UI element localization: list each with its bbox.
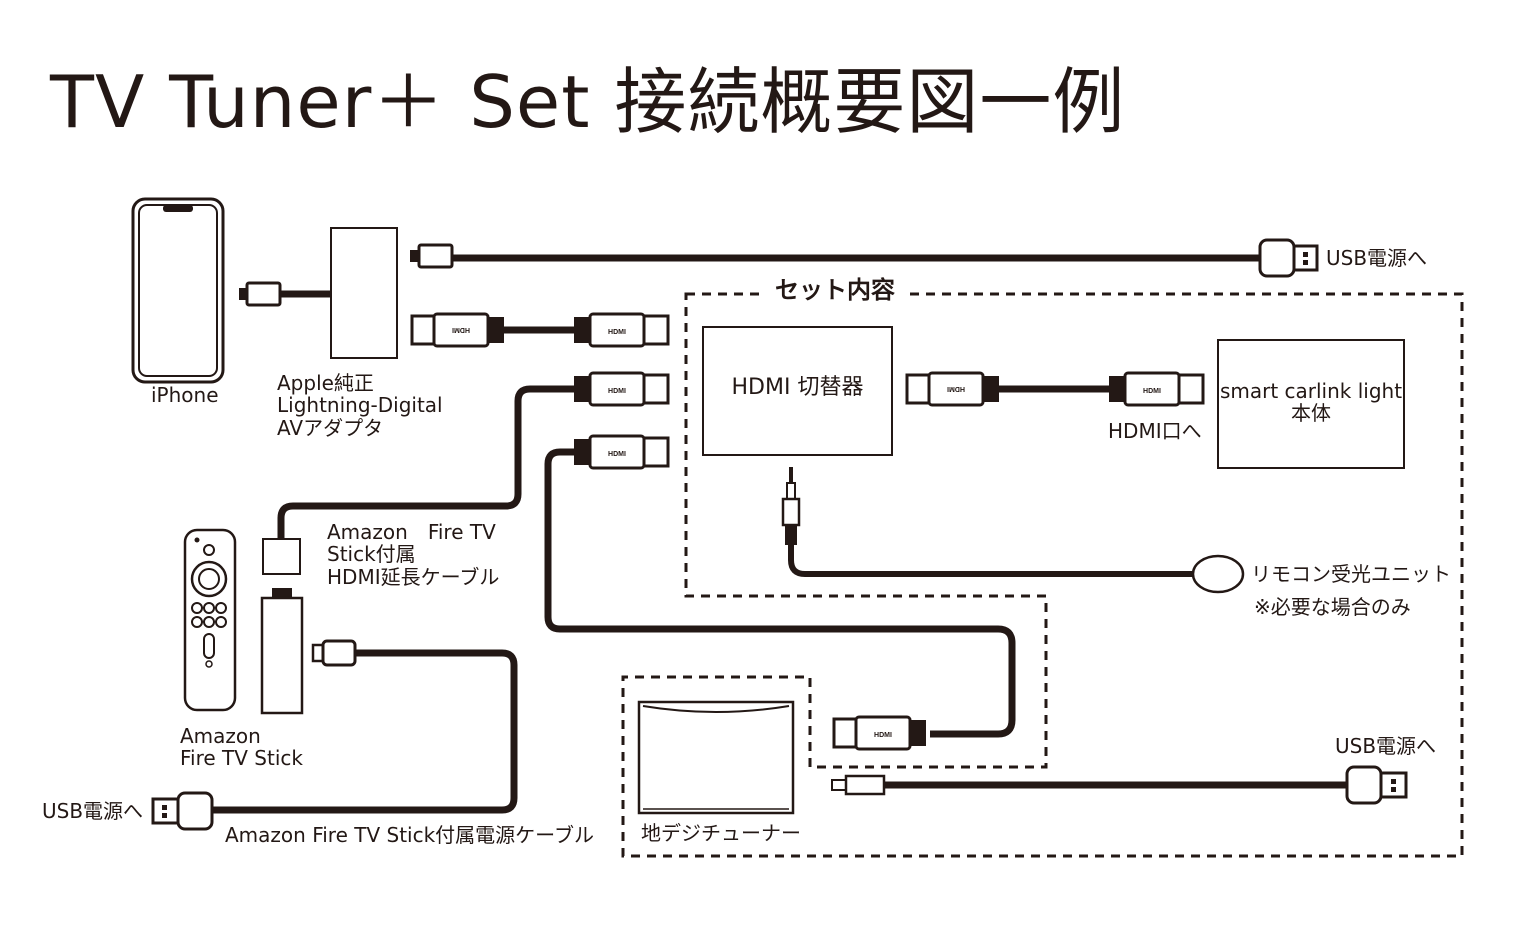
carlink-body-box bbox=[1217, 339, 1405, 469]
hdmi-cable-adapter: HDMI HDMI bbox=[410, 312, 670, 348]
adapter-label: Apple純正 Lightning-Digital AVアダプタ bbox=[277, 371, 443, 440]
svg-text:HDMI: HDMI bbox=[608, 329, 626, 336]
usb-power-bottom-label: USB電源へ bbox=[1335, 734, 1437, 758]
lightning-cable bbox=[239, 281, 331, 307]
set-contents-label: セット内容 bbox=[763, 277, 907, 304]
svg-text:HDMI: HDMI bbox=[452, 326, 470, 333]
svg-text:HDMI: HDMI bbox=[1143, 388, 1161, 395]
adapter-label-line3: AVアダプタ bbox=[277, 415, 384, 440]
av-adapter-body bbox=[330, 227, 398, 359]
iphone-device bbox=[131, 197, 225, 384]
tuner-power-cable bbox=[831, 765, 1408, 805]
carlink-label-line1: smart carlink light bbox=[1219, 379, 1403, 403]
remote-unit-note: ※必要な場合のみ bbox=[1254, 595, 1411, 619]
remote-unit-label: リモコン受光ユニット bbox=[1251, 562, 1451, 586]
adapter-label-line1: Apple純正 bbox=[277, 371, 374, 395]
hdmi-switch-box bbox=[702, 326, 893, 456]
remote-receiver-cable bbox=[781, 467, 1245, 594]
hdmi-port-label: HDMI口へ bbox=[1108, 419, 1202, 443]
svg-text:HDMI: HDMI bbox=[874, 732, 892, 739]
hdmi-cable-switch-carlink: HDMI HDMI bbox=[905, 371, 1205, 407]
fire-tv-remote bbox=[183, 528, 237, 712]
fire-tv-stick-label: Amazon Fire TV Stick bbox=[180, 725, 303, 770]
remote-receiver-unit bbox=[1191, 554, 1245, 594]
fire-stick-power-cable bbox=[151, 639, 518, 831]
hdmi-extension-cable: HDMI bbox=[262, 371, 670, 575]
svg-text:HDMI: HDMI bbox=[608, 388, 626, 395]
usb-power-cable-top bbox=[410, 243, 1260, 269]
page-title: TV Tuner＋ Set 接続概要図一例 bbox=[50, 60, 1126, 144]
svg-text:HDMI: HDMI bbox=[947, 385, 965, 392]
hdmi-cable-tuner: HDMI HDMI bbox=[544, 434, 1016, 751]
hdmi-extension-label: Amazon Fire TV Stick付属 HDMI延長ケーブル bbox=[327, 520, 500, 589]
hdmi-extension-label-line1: Amazon Fire TV bbox=[327, 520, 496, 544]
usb-plug-top bbox=[1258, 238, 1319, 278]
fire-tv-stick-label-line1: Amazon bbox=[180, 724, 261, 748]
carlink-label-line2: 本体 bbox=[1291, 401, 1331, 426]
set-contents-outline bbox=[621, 292, 1464, 858]
svg-text:HDMI: HDMI bbox=[608, 451, 626, 458]
fire-tv-stick bbox=[260, 588, 304, 715]
power-cable-label: Amazon Fire TV Stick付属電源ケーブル bbox=[225, 823, 594, 847]
hdmi-extension-female bbox=[262, 538, 301, 575]
iphone-label: iPhone bbox=[151, 383, 219, 407]
adapter-label-line2: Lightning-Digital bbox=[277, 393, 443, 418]
usb-power-top-label: USB電源へ bbox=[1326, 246, 1428, 270]
digital-tuner-box bbox=[637, 700, 795, 815]
hdmi-extension-label-line3: HDMI延長ケーブル bbox=[327, 564, 500, 589]
hdmi-extension-label-line2: Stick付属 bbox=[327, 542, 416, 567]
usb-power-left-label: USB電源へ bbox=[42, 799, 144, 823]
carlink-label: smart carlink light 本体 bbox=[1218, 380, 1404, 425]
hdmi-switch-label: HDMI 切替器 bbox=[731, 375, 864, 400]
tuner-label: 地デジチューナー bbox=[641, 821, 801, 845]
fire-tv-stick-label-line2: Fire TV Stick bbox=[180, 746, 303, 771]
